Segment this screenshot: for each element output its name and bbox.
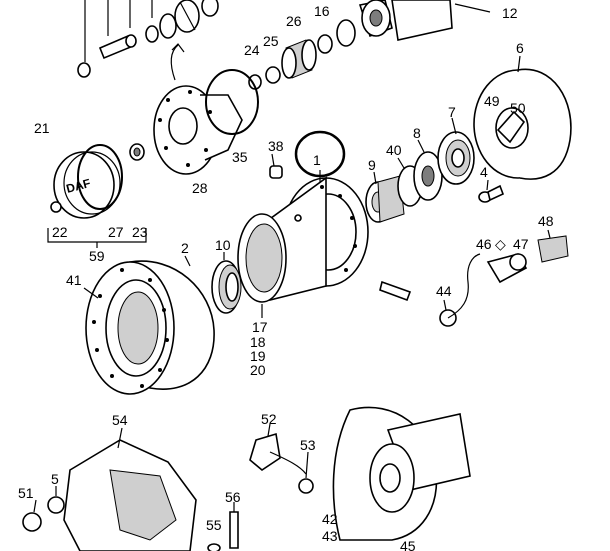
callout-35: 35	[232, 149, 248, 165]
brake-carrier-54	[22, 439, 197, 551]
callout-28: 28	[192, 180, 208, 196]
callout-59: 59	[89, 248, 105, 264]
callout-43: 43	[322, 528, 338, 544]
bolt-56	[207, 511, 239, 551]
brake-drum-6	[473, 68, 572, 180]
callout-49: 49	[484, 93, 500, 109]
callout-41: 41	[66, 272, 82, 288]
callout-20: 20	[250, 362, 266, 378]
callout-25: 25	[263, 33, 279, 49]
callout-56: 56	[225, 489, 241, 505]
callout-12: 12	[502, 5, 518, 21]
callout-52: 52	[261, 411, 277, 427]
callout-44: 44	[436, 283, 452, 299]
callout-45: 45	[400, 538, 416, 551]
callout-22: 22	[52, 224, 68, 240]
callout-53: 53	[300, 437, 316, 453]
callout-17: 17	[252, 319, 268, 335]
callout-2: 2	[181, 240, 189, 256]
callout-40: 40	[386, 142, 402, 158]
abs-sensor-44	[379, 253, 481, 327]
diamond-symbol: ◇	[495, 236, 506, 252]
callout-labels: 1 2 4 5 6 7 8 9 10 12 16 17 18 19 20 21 …	[18, 3, 554, 551]
wheel-hub-1	[237, 176, 369, 303]
callout-7: 7	[448, 104, 456, 120]
planet-carrier-28	[153, 43, 259, 175]
callout-6: 6	[516, 40, 524, 56]
callout-38: 38	[268, 138, 284, 154]
callout-16: 16	[314, 3, 330, 19]
brake-backing-plate	[332, 406, 471, 541]
leader-lines	[33, 55, 551, 513]
callout-10: 10	[215, 237, 231, 253]
callout-23: 23	[132, 224, 148, 240]
upper-shaft-parts	[77, 0, 219, 78]
callout-1: 1	[313, 152, 321, 168]
small-nut-38	[269, 165, 283, 179]
callout-26: 26	[286, 13, 302, 29]
callout-4: 4	[480, 164, 488, 180]
callout-54: 54	[112, 412, 128, 428]
callout-18: 18	[250, 334, 266, 350]
callout-21: 21	[34, 120, 50, 136]
callout-46: 46	[476, 236, 492, 252]
callout-24: 24	[244, 42, 260, 58]
callout-51: 51	[18, 485, 34, 501]
bearing-10	[211, 260, 242, 314]
callout-8: 8	[413, 125, 421, 141]
sensor-clip-46-47	[486, 235, 569, 284]
seal-bearing-stack	[365, 131, 475, 223]
bolt-4	[478, 184, 505, 203]
callout-5: 5	[51, 471, 59, 487]
callout-48: 48	[538, 213, 554, 229]
callout-27: 27	[108, 224, 124, 240]
callout-55: 55	[206, 517, 222, 533]
upper-gear-parts	[248, 0, 491, 90]
callout-19: 19	[250, 348, 266, 364]
clip-52-53	[249, 432, 314, 494]
callout-9: 9	[368, 157, 376, 173]
hub-cap-21: DAF	[47, 143, 147, 248]
brake-drum-41	[85, 260, 215, 395]
callout-47: 47	[513, 236, 529, 252]
callout-42: 42	[322, 511, 338, 527]
callout-50: 50	[510, 100, 526, 116]
